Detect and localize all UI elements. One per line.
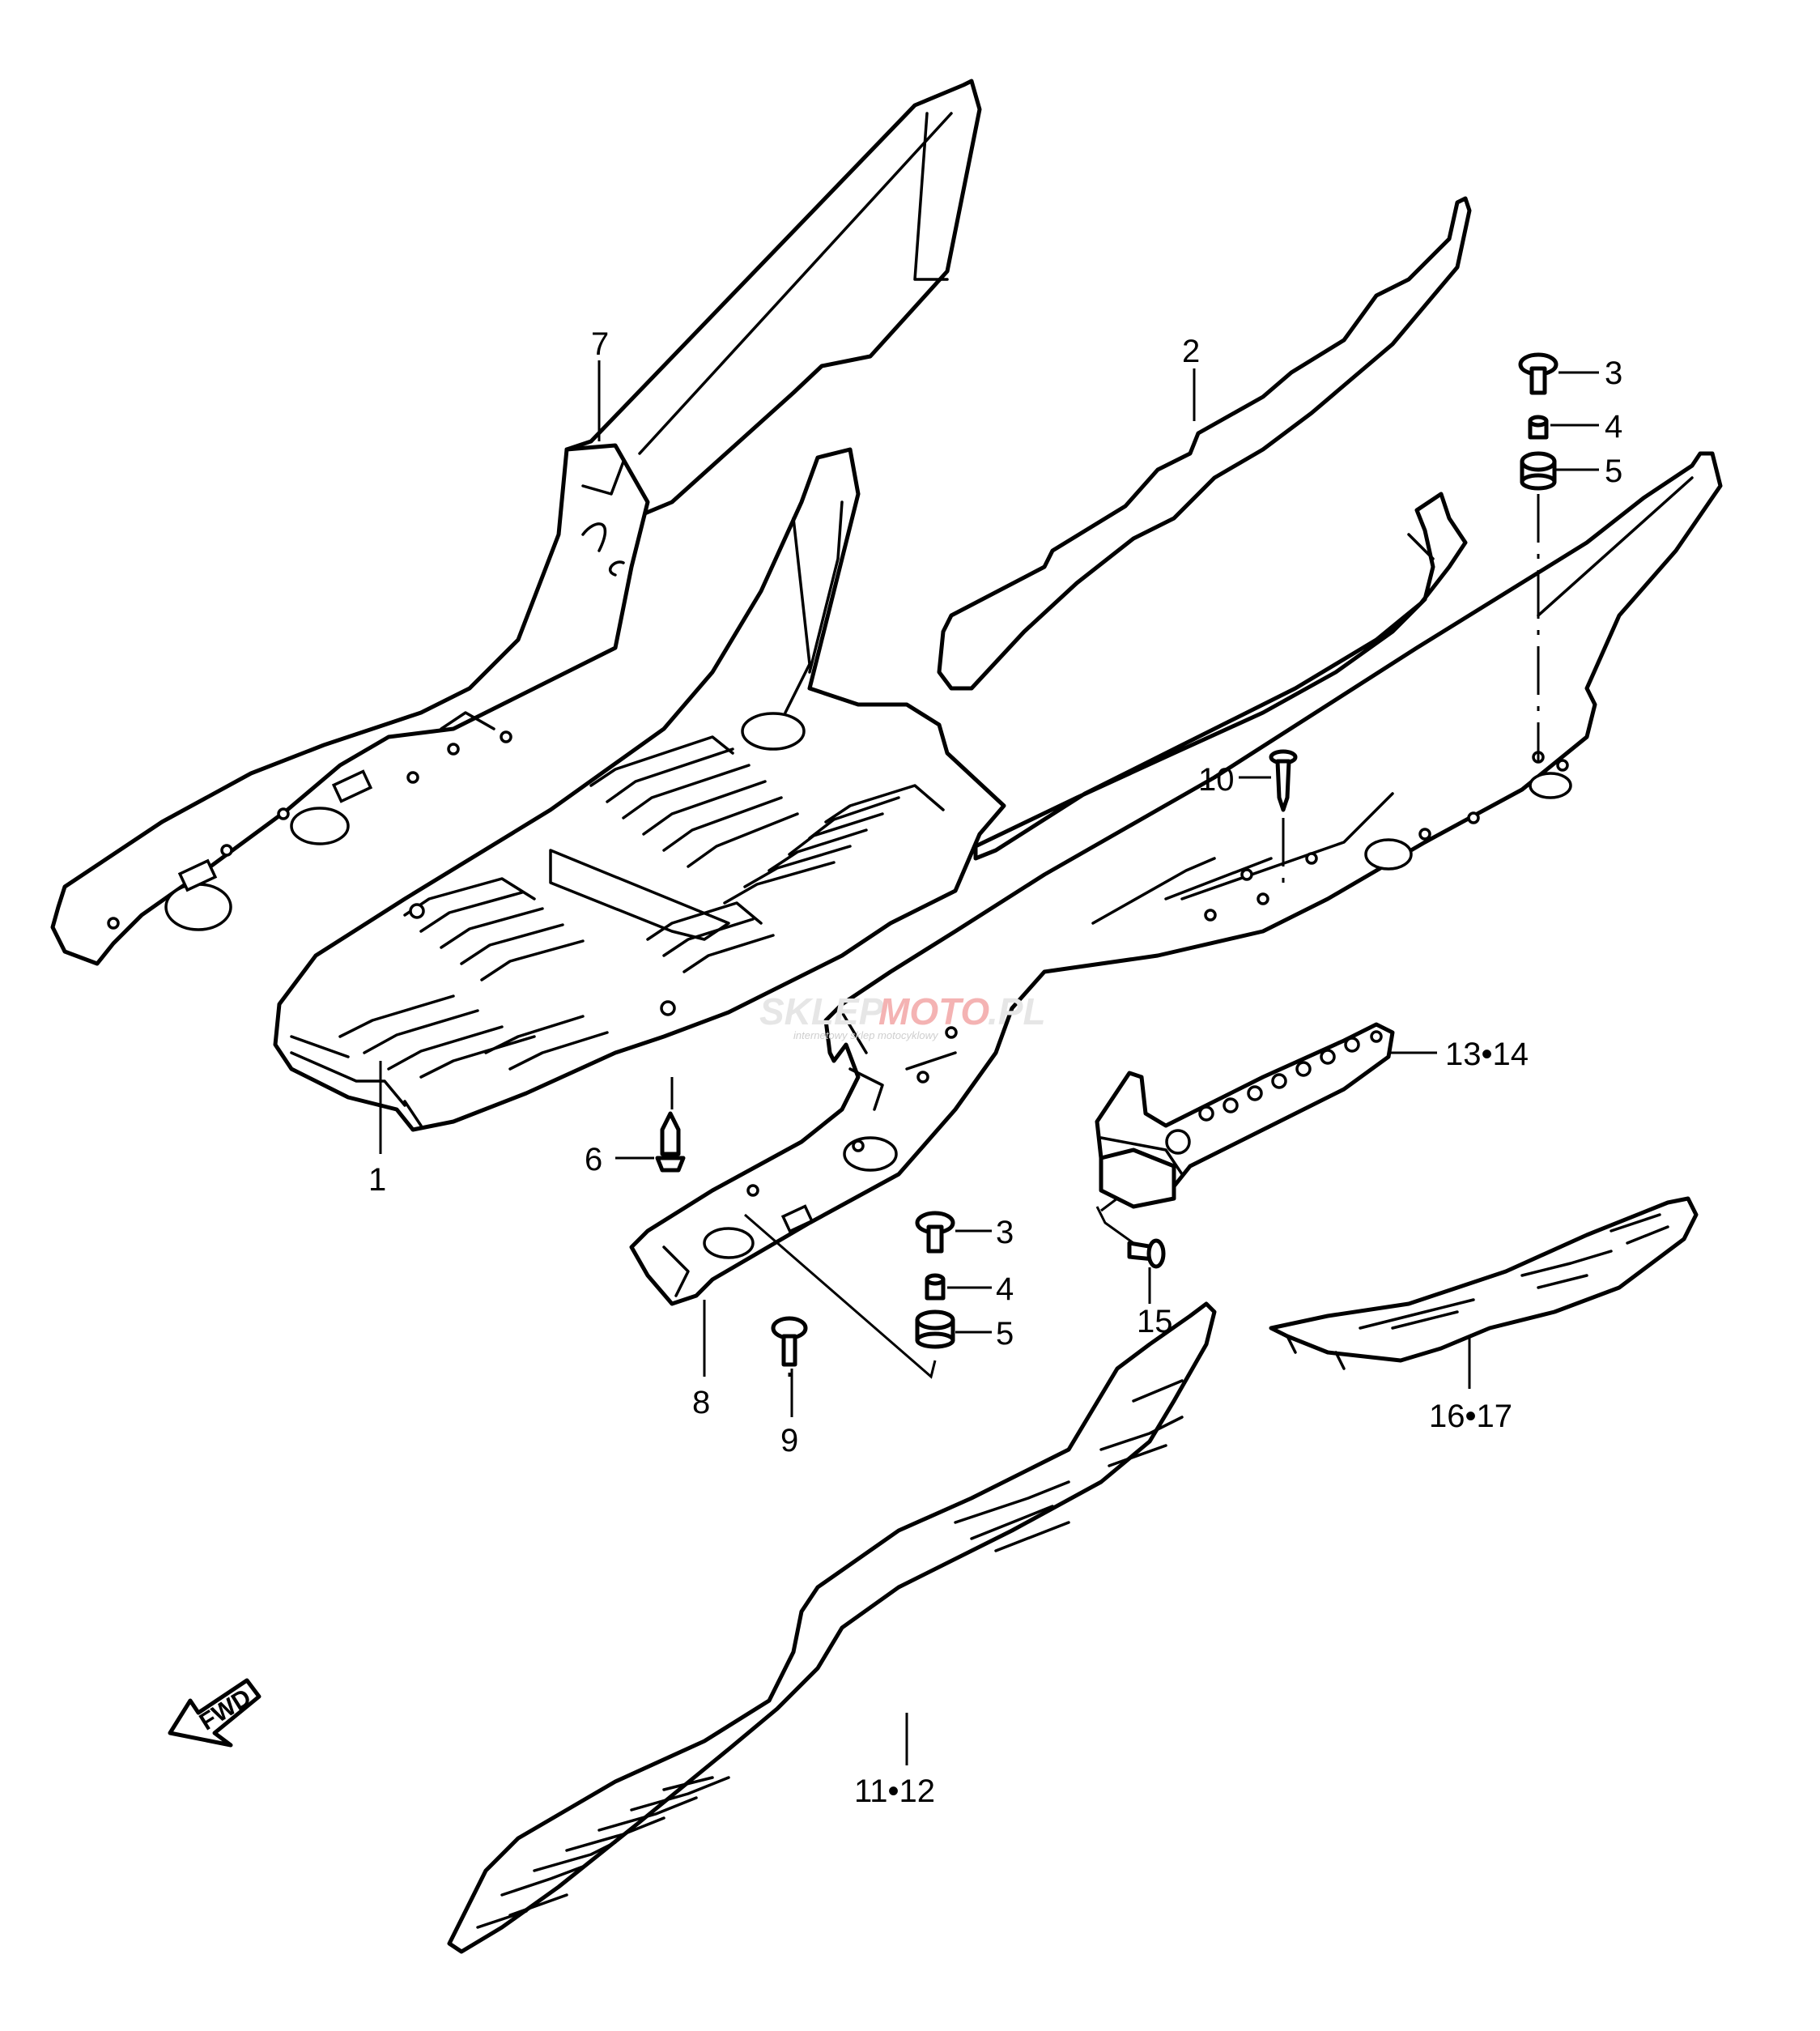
callout-6: 6 xyxy=(585,1142,602,1177)
watermark-tagline: internetowy sklep motocyklowy xyxy=(793,1029,939,1041)
part-4-collar-bottom xyxy=(925,1273,946,1301)
part-2-rail-cover xyxy=(937,196,1472,691)
part-16-17-step-mat xyxy=(1269,1196,1699,1370)
part-7-left-frame-cover xyxy=(50,79,982,966)
part-3-screw-top xyxy=(1518,352,1558,395)
part-11-12-floor-mat xyxy=(447,1301,1217,1954)
callout-15: 15 xyxy=(1137,1304,1173,1339)
callout-8: 8 xyxy=(692,1385,710,1420)
watermark-brand-b: MOTO xyxy=(878,990,989,1033)
watermark-brand-a: SKLEP xyxy=(759,990,884,1033)
callout-10: 10 xyxy=(1198,762,1235,798)
watermark: SKLEP MOTO .PL internetowy sklep motocyk… xyxy=(759,990,1046,1041)
part-13-14-bracket xyxy=(1095,1022,1395,1209)
part-9-cap xyxy=(771,1316,808,1367)
part-8-right-frame-cover xyxy=(629,451,1723,1306)
part-5-grommet-bottom xyxy=(915,1309,955,1349)
callout-3-bottom: 3 xyxy=(996,1215,1014,1250)
floor-ribs xyxy=(338,735,945,1079)
part-15-bolt xyxy=(1127,1238,1166,1269)
callout-11-12: 11•12 xyxy=(854,1773,935,1809)
part-4-collar-top xyxy=(1528,415,1549,440)
callout-7: 7 xyxy=(591,326,609,362)
callout-13-14: 13•14 xyxy=(1445,1037,1529,1072)
part-6-push-rivet xyxy=(655,1111,686,1173)
callout-16-17: 16•17 xyxy=(1429,1399,1512,1434)
callout-9: 9 xyxy=(780,1423,798,1458)
callout-3-top: 3 xyxy=(1605,356,1622,391)
callout-labels: 7 2 3 4 5 10 13•14 1 6 3 4 5 15 8 9 16•1… xyxy=(368,326,1622,1809)
part-5-grommet-top xyxy=(1520,451,1557,491)
part-10-screw xyxy=(1269,749,1298,812)
fwd-arrow-icon: FWD xyxy=(168,1678,262,1748)
watermark-brand-c: .PL xyxy=(988,990,1046,1033)
callout-1: 1 xyxy=(368,1162,386,1198)
callout-5-bottom: 5 xyxy=(996,1316,1014,1352)
callout-5-top: 5 xyxy=(1605,453,1622,489)
part-1-floor-board xyxy=(273,447,1006,1132)
part-center-inner-cover xyxy=(973,492,1468,861)
part-3-screw-bottom xyxy=(915,1211,955,1254)
callout-4-bottom: 4 xyxy=(996,1271,1014,1307)
leader-lines xyxy=(379,360,1599,1765)
callout-4-top: 4 xyxy=(1605,409,1622,445)
callout-2: 2 xyxy=(1182,334,1200,369)
